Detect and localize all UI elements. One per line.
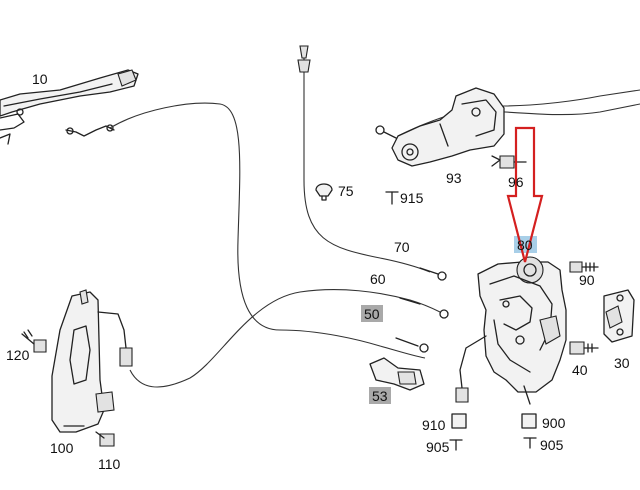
part-905-pin-right[interactable] [523,437,537,449]
part-910-clip[interactable] [451,413,467,429]
highlight-box-50 [361,305,383,322]
part-90-screw[interactable] [569,261,599,273]
label-80: 80 [517,237,533,253]
part-80-door-lock[interactable] [455,256,567,405]
part-30-striker[interactable] [603,289,635,343]
part-905-pin-left[interactable] [449,439,463,451]
label-905-right: 905 [540,437,564,453]
label-110: 110 [98,456,121,472]
part-10-outer-handle[interactable] [0,69,139,145]
label-60: 60 [370,271,386,287]
part-915-screw[interactable] [385,191,399,205]
part-75-clip[interactable] [315,183,333,201]
label-905-left: 905 [426,439,450,455]
label-30: 30 [614,355,630,371]
part-93-actuator[interactable] [391,87,505,167]
handle-link-rod [65,124,115,137]
label-910: 910 [422,417,446,433]
label-75: 75 [338,183,354,199]
part-100-inner-handle[interactable] [51,289,133,433]
part-110-screw[interactable] [95,431,115,447]
cable-60 [129,289,449,388]
highlight-box-53 [369,387,391,404]
label-53: 53 [372,388,388,404]
label-70: 70 [394,239,410,255]
label-90: 90 [579,272,595,288]
label-100: 100 [50,440,74,456]
cable-50 [395,337,429,353]
label-915: 915 [400,190,424,206]
part-53-bracket[interactable] [369,357,425,391]
label-120: 120 [6,347,30,363]
label-40: 40 [572,362,588,378]
label-10: 10 [32,71,48,87]
label-900: 900 [542,415,566,431]
part-96-screw[interactable] [491,155,527,169]
cable-handle-to-lock [109,102,426,359]
part-900-clip[interactable] [521,413,537,429]
part-120-screw[interactable] [21,329,47,353]
part-40-screw[interactable] [569,341,599,355]
label-50: 50 [364,306,380,322]
red-arrow-icon [506,126,544,263]
cable-70 [297,45,447,281]
label-93: 93 [446,170,462,186]
label-96: 96 [508,174,524,190]
